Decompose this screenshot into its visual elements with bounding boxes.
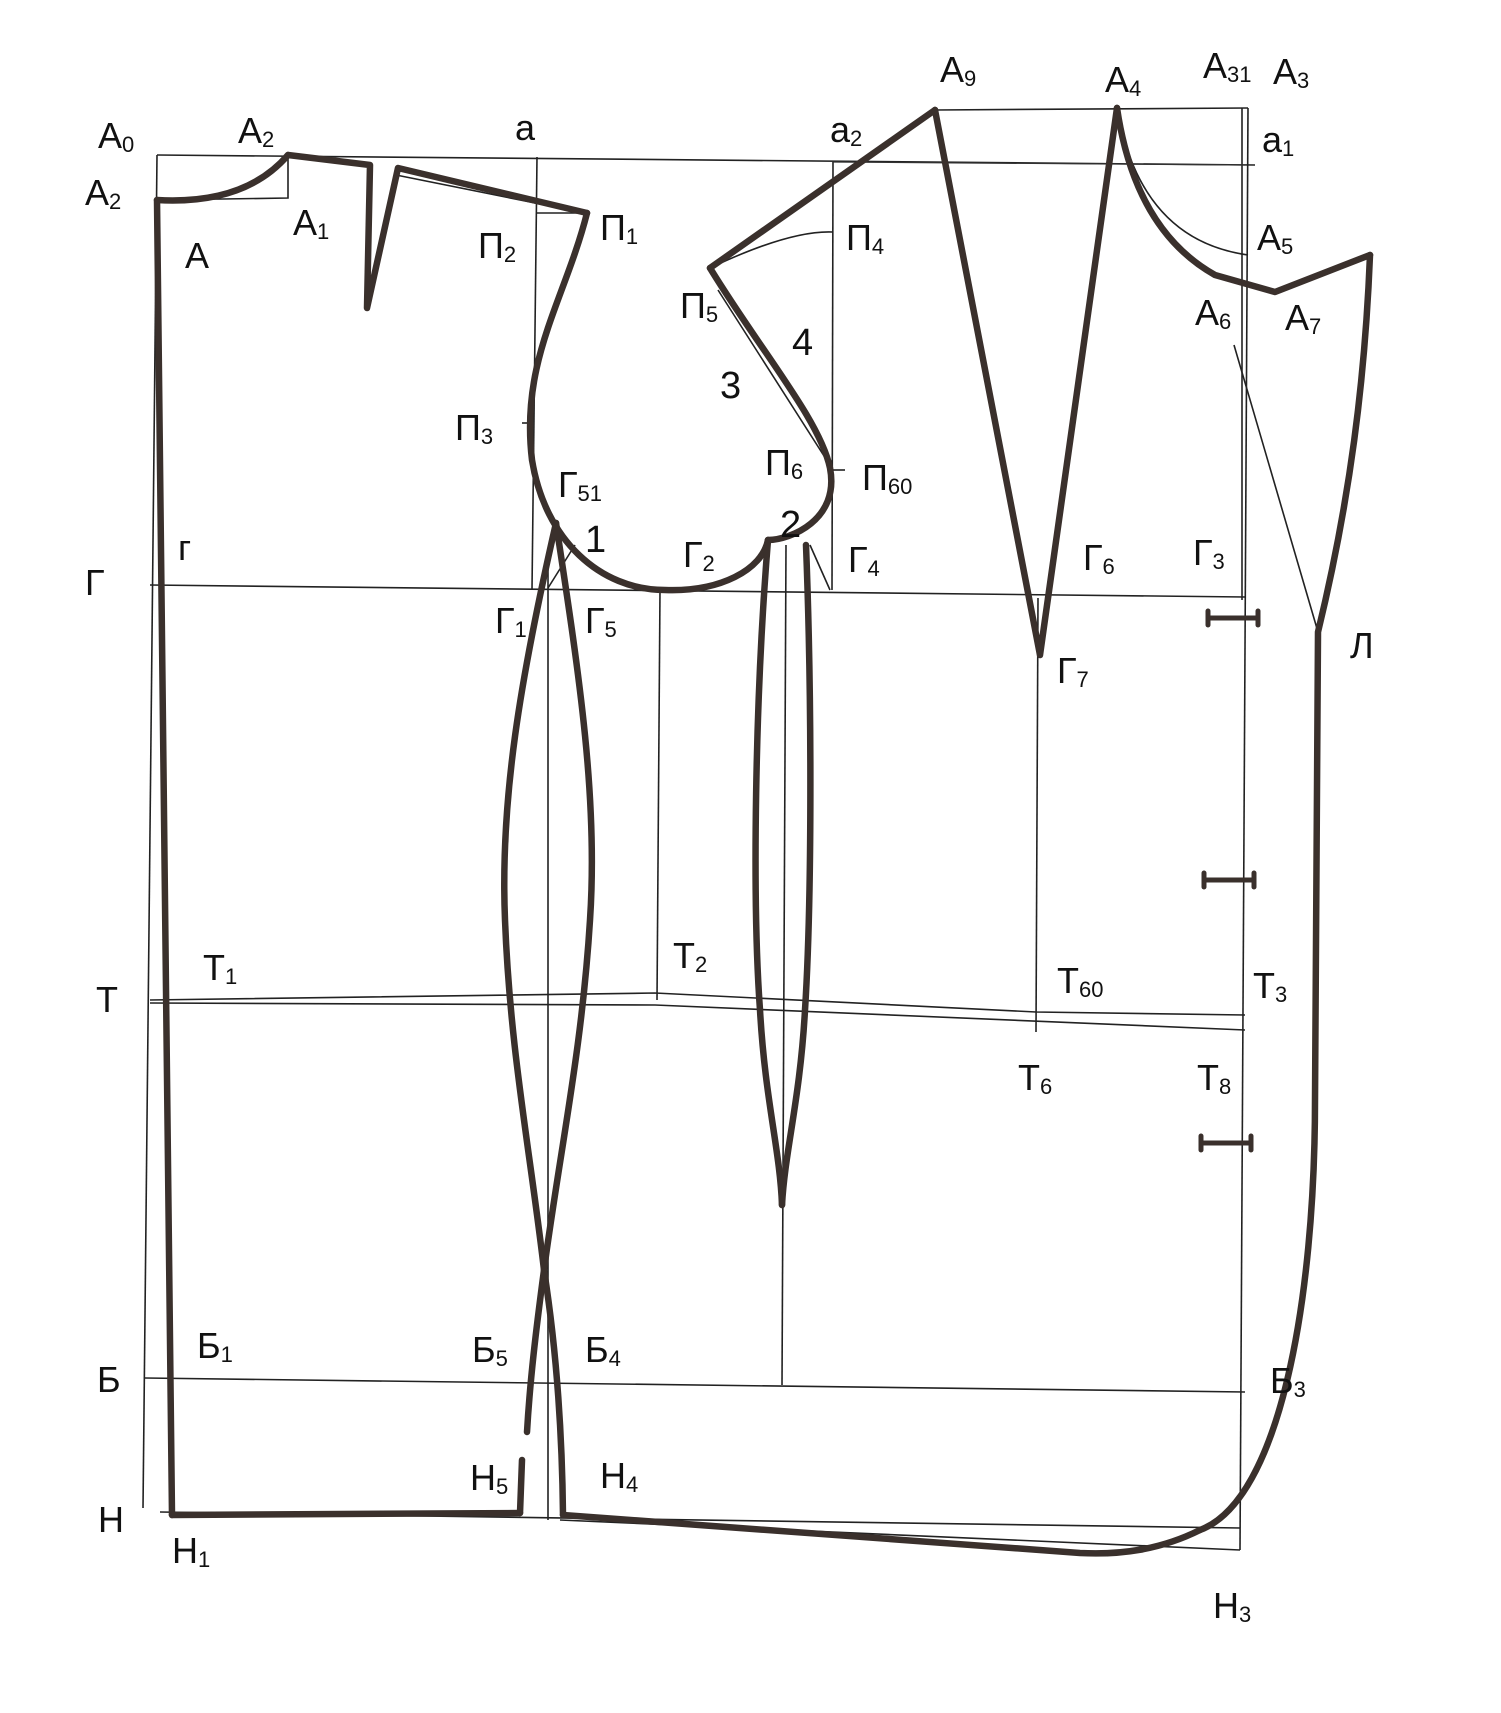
label-B: Б xyxy=(97,1359,121,1400)
label-A: А xyxy=(185,235,209,276)
label-P2: П2 xyxy=(478,225,516,267)
label-B1: Б1 xyxy=(197,1325,233,1367)
a9-a3-line xyxy=(934,107,1249,111)
label-N5: Н5 xyxy=(470,1457,508,1499)
p4-arc xyxy=(709,231,834,269)
label-N4: Н4 xyxy=(600,1455,638,1497)
label-B3: Б3 xyxy=(1270,1360,1306,1402)
label-T: Т xyxy=(96,979,118,1020)
hip-line xyxy=(144,1377,1246,1393)
section-numbers: 1 2 3 4 xyxy=(585,322,813,561)
label-A31: А31 xyxy=(1203,45,1252,87)
g2-vertical-line xyxy=(656,589,661,1001)
label-T1: Т1 xyxy=(203,947,237,989)
back-neckline xyxy=(153,151,292,204)
g4-tick xyxy=(809,544,831,591)
construction-lines xyxy=(142,107,1319,1551)
label-N1: Н1 xyxy=(172,1530,210,1572)
label-P5: П5 xyxy=(680,285,718,327)
front-armhole xyxy=(706,264,835,544)
label-A9: А9 xyxy=(940,49,976,91)
dart2-vertical-line xyxy=(781,544,787,1386)
a2-vertical-line xyxy=(831,161,834,591)
label-A4: А4 xyxy=(1105,59,1141,101)
label-N: Н xyxy=(98,1499,124,1540)
label-G6: Г6 xyxy=(1083,537,1115,579)
p5-p60-line xyxy=(717,289,834,471)
back-hem xyxy=(168,1509,524,1519)
back-shoulder-left xyxy=(284,151,591,312)
label-A2-left: А2 xyxy=(85,172,121,214)
label-N3: Н3 xyxy=(1213,1585,1251,1627)
waist-line xyxy=(149,992,1246,1016)
label-G51: Г51 xyxy=(558,464,602,506)
point-labels: А0 А2 А2 А А1 а а2 а1 А9 А4 А31 А3 А5 А6… xyxy=(85,45,1374,1627)
label-P4: П4 xyxy=(846,217,884,259)
waist-dart-left xyxy=(752,536,786,1209)
button-mark xyxy=(1205,608,1261,628)
pattern-outline xyxy=(153,104,1374,1557)
label-a1: а1 xyxy=(1262,119,1294,161)
label-A3: А3 xyxy=(1273,51,1309,93)
front-side-seam xyxy=(540,519,596,1519)
number-4: 4 xyxy=(792,322,813,364)
label-a2: а2 xyxy=(830,109,862,151)
waist-line-2 xyxy=(149,1002,1246,1031)
front-shoulder xyxy=(706,106,939,272)
front-edge xyxy=(1196,251,1374,1534)
back-side-seam xyxy=(500,519,560,1436)
number-2: 2 xyxy=(780,504,801,546)
label-g: г xyxy=(178,527,191,568)
front-hem xyxy=(559,1511,1204,1557)
label-G3: Г3 xyxy=(1193,532,1225,574)
label-T6: Т6 xyxy=(1018,1057,1052,1099)
label-T60: Т60 xyxy=(1057,960,1103,1002)
label-G: Г xyxy=(85,562,105,603)
back-side-seam-lower xyxy=(516,1456,526,1517)
label-G1: Г1 xyxy=(495,600,527,642)
label-B4: Б4 xyxy=(585,1329,621,1371)
dart-top-guide xyxy=(832,161,1246,166)
label-A0: А0 xyxy=(98,115,134,157)
centre-back xyxy=(153,196,176,1519)
label-G5: Г5 xyxy=(585,600,617,642)
label-L: Л xyxy=(1350,625,1374,666)
label-G2: Г2 xyxy=(683,534,715,576)
number-1: 1 xyxy=(585,519,606,561)
label-T8: Т8 xyxy=(1197,1057,1231,1099)
button-mark xyxy=(1198,1133,1254,1153)
g7-vertical-line xyxy=(1035,597,1039,1033)
label-B5: Б5 xyxy=(472,1329,508,1371)
label-P60: П60 xyxy=(862,457,912,499)
label-A7: А7 xyxy=(1285,297,1321,339)
label-T3: Т3 xyxy=(1253,965,1287,1007)
label-a: а xyxy=(515,107,536,148)
right-grid-line xyxy=(1239,107,1249,1551)
label-T2: Т2 xyxy=(673,935,707,977)
lapel-line xyxy=(1233,344,1319,633)
label-G4: Г4 xyxy=(848,539,880,581)
lapel-top xyxy=(1113,104,1374,296)
label-A6: А6 xyxy=(1195,292,1231,334)
label-P1: П1 xyxy=(600,207,638,249)
chest-dart xyxy=(931,104,1121,659)
label-P6: П6 xyxy=(765,442,803,484)
waist-dart-right xyxy=(778,541,814,1209)
label-G7: Г7 xyxy=(1057,650,1089,692)
label-P3: П3 xyxy=(455,407,493,449)
number-3: 3 xyxy=(720,365,741,407)
label-A1: А1 xyxy=(293,202,329,244)
left-grid-line xyxy=(142,154,158,1509)
button-marks xyxy=(1198,608,1261,1153)
label-A2-top: А2 xyxy=(238,110,274,152)
button-mark xyxy=(1201,870,1257,890)
label-A5: А5 xyxy=(1257,217,1293,259)
